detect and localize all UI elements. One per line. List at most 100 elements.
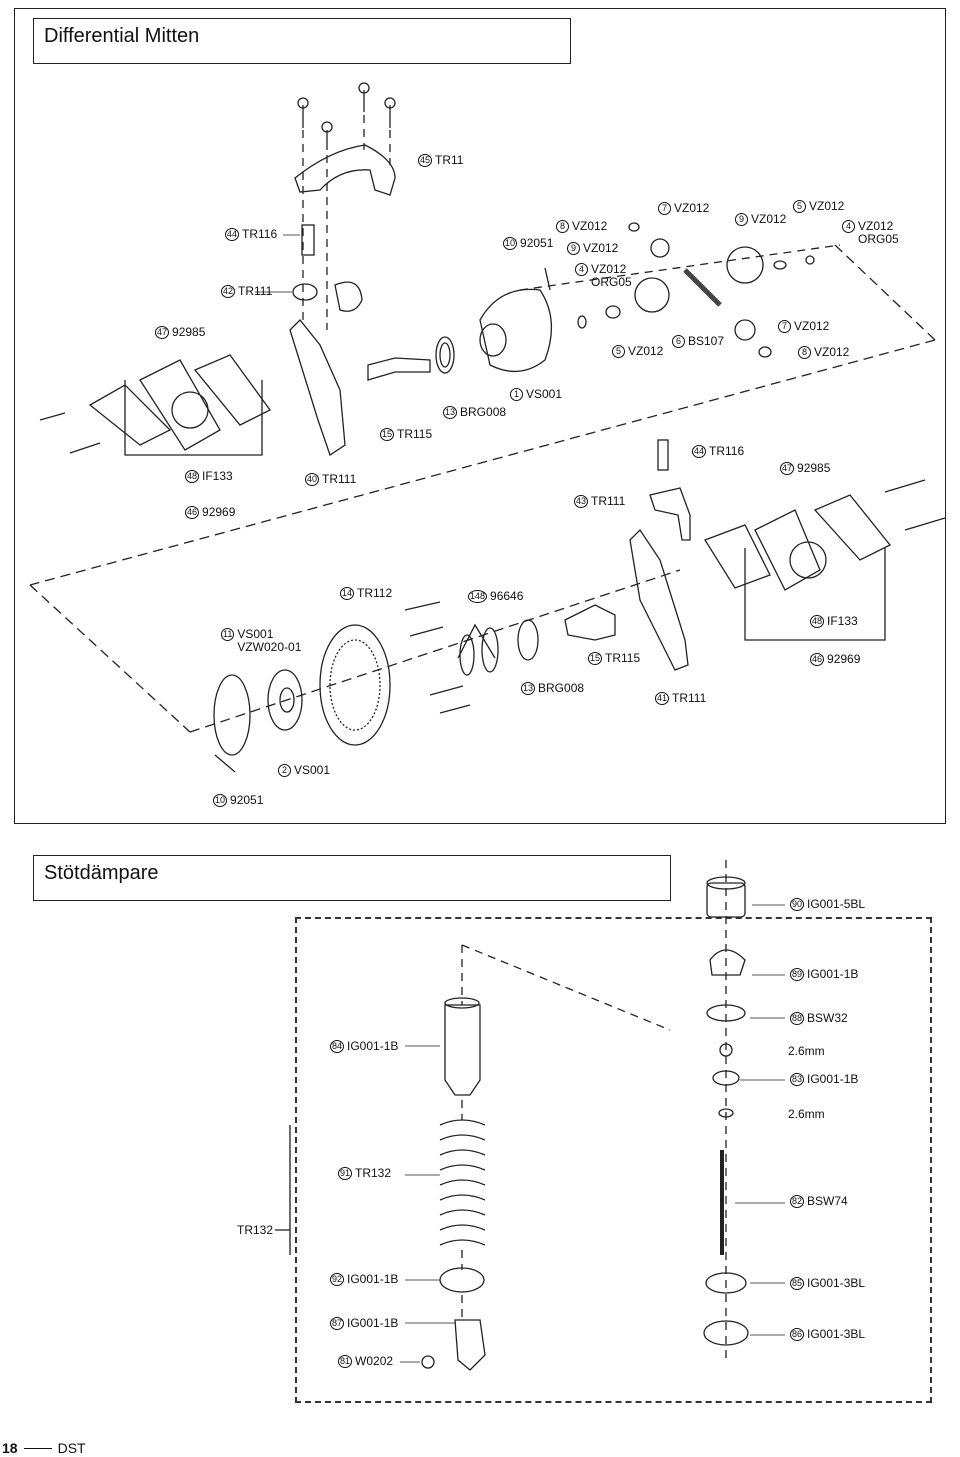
tr132-label: TR132 [237,1223,274,1237]
differential-title: Differential Mitten [33,18,571,64]
part-code: IG001-1B [347,1039,399,1053]
part-code: VZ012 [572,219,608,233]
part-code: VS001 [294,763,331,777]
part-code: VZW020-01 [237,640,302,654]
part-code: TR111 [238,284,273,298]
part-number: 9 [567,242,580,255]
part-code: IG001-1B [347,1272,399,1286]
part-number: 46 [185,506,200,519]
part-code: 92985 [172,325,206,339]
part-code: VS001 [526,387,563,401]
footer-rule [23,1447,52,1449]
part-code: IG001-3BL [807,1327,866,1341]
part-number: 148 [468,590,488,603]
part-codes: 92051 [520,237,553,250]
part-codes: TR116 [242,228,277,241]
part-codes: TR132 [355,1167,391,1180]
part-codes: TR115 [605,652,640,665]
part-number: 44 [692,445,707,458]
part-code: 92969 [202,505,236,519]
part-code: ORG05 [858,232,899,246]
part-code: BSW74 [807,1194,848,1208]
part-codes: IG001-1B [807,1073,858,1086]
part-number: 45 [418,154,433,167]
part-number: 15 [588,652,603,665]
part-code: IG001-3BL [807,1276,866,1290]
part-code: IG001-1B [347,1316,399,1330]
part-codes: IG001-1B [347,1040,398,1053]
part-number: 41 [655,692,670,705]
part-codes: TR116 [709,445,744,458]
shock-title-text: Stötdämpare [44,862,159,884]
part-number: 14 [340,587,355,600]
part-number: 42 [221,285,236,298]
part-number: 6 [672,335,685,348]
part-codes: 92969 [202,506,235,519]
shock-dashed-frame [295,917,932,1403]
size-label-2: 2.6mm [788,1107,825,1121]
part-codes: TR11 [435,154,463,167]
part-number: 81 [338,1355,353,1368]
part-code: TR116 [242,227,278,241]
part-number: 9 [735,213,748,226]
part-codes: BSW74 [807,1195,848,1208]
part-codes: IG001-1B [347,1273,398,1286]
part-number: 46 [810,653,825,666]
part-code: VZ012 [814,345,850,359]
part-number: 2 [278,764,291,777]
part-code: IG001-1B [807,1072,859,1086]
screw-icon [321,121,333,150]
part-codes: IG001-5BL [807,898,865,911]
part-number: 47 [780,462,795,475]
part-code: VZ012 [583,241,619,255]
part-codes: BRG008 [460,406,506,419]
part-codes: VS001 [294,764,330,777]
part-codes: IF133 [827,615,858,628]
part-code: 92969 [827,652,861,666]
part-number: 92 [330,1273,345,1286]
part-codes: TR112 [357,587,392,600]
part-number: 11 [221,628,235,641]
part-code: TR111 [322,472,357,486]
page-footer: 18 DST [2,1440,86,1456]
part-number: 40 [305,473,320,486]
part-code: TR115 [605,651,641,665]
part-codes: TR111 [591,495,625,508]
part-code: ORG05 [591,275,632,289]
part-number: 88 [790,1012,805,1025]
part-codes: 92969 [827,653,860,666]
differential-title-text: Differential Mitten [44,25,200,47]
part-number: 1 [510,388,523,401]
part-codes: TR111 [672,692,706,705]
part-number: 13 [443,406,458,419]
brand-label: DST [57,1440,86,1456]
part-number: 43 [574,495,589,508]
part-number: 48 [185,470,200,483]
part-codes: VS001 [526,388,562,401]
part-codes: VZ012 [572,220,607,233]
